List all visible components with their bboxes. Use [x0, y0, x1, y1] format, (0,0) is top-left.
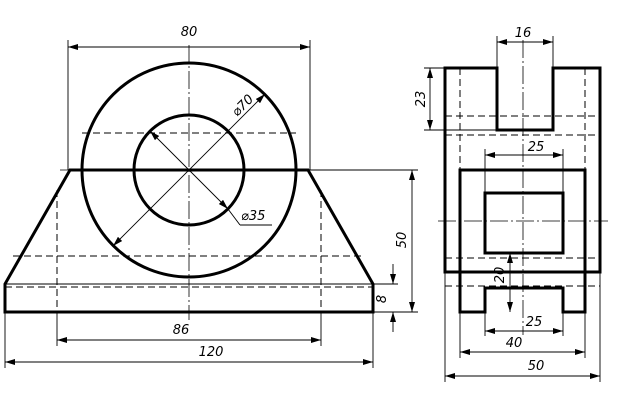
- dim-label-inner-diameter: ⌀35: [241, 209, 265, 224]
- side-view: 16 23 25 20 25 40 50: [414, 26, 608, 382]
- diameter-leader-inner: [149, 130, 229, 210]
- dim-label-25-bottom: 25: [526, 315, 543, 330]
- dim-label-outer-diameter: ⌀70: [229, 92, 257, 120]
- side-feet: [458, 272, 587, 314]
- diameter-leader-inner-tail: [227, 208, 241, 226]
- dim-label-16: 16: [515, 26, 532, 41]
- dim-label-20: 20: [493, 267, 508, 284]
- side-window: [483, 191, 565, 255]
- dim-label-120: 120: [199, 345, 224, 360]
- dim-label-23: 23: [414, 91, 429, 108]
- dim-label-40: 40: [506, 336, 523, 351]
- dim-label-25-top: 25: [528, 140, 545, 155]
- dim-label-8: 8: [375, 295, 390, 303]
- dim-label-80: 80: [181, 25, 198, 40]
- front-view: 80 ⌀70 ⌀35 50 8 86 120: [3, 25, 418, 368]
- dim-label-50: 50: [395, 232, 410, 249]
- dim-label-50-side: 50: [528, 359, 545, 374]
- dim-label-86: 86: [173, 323, 190, 338]
